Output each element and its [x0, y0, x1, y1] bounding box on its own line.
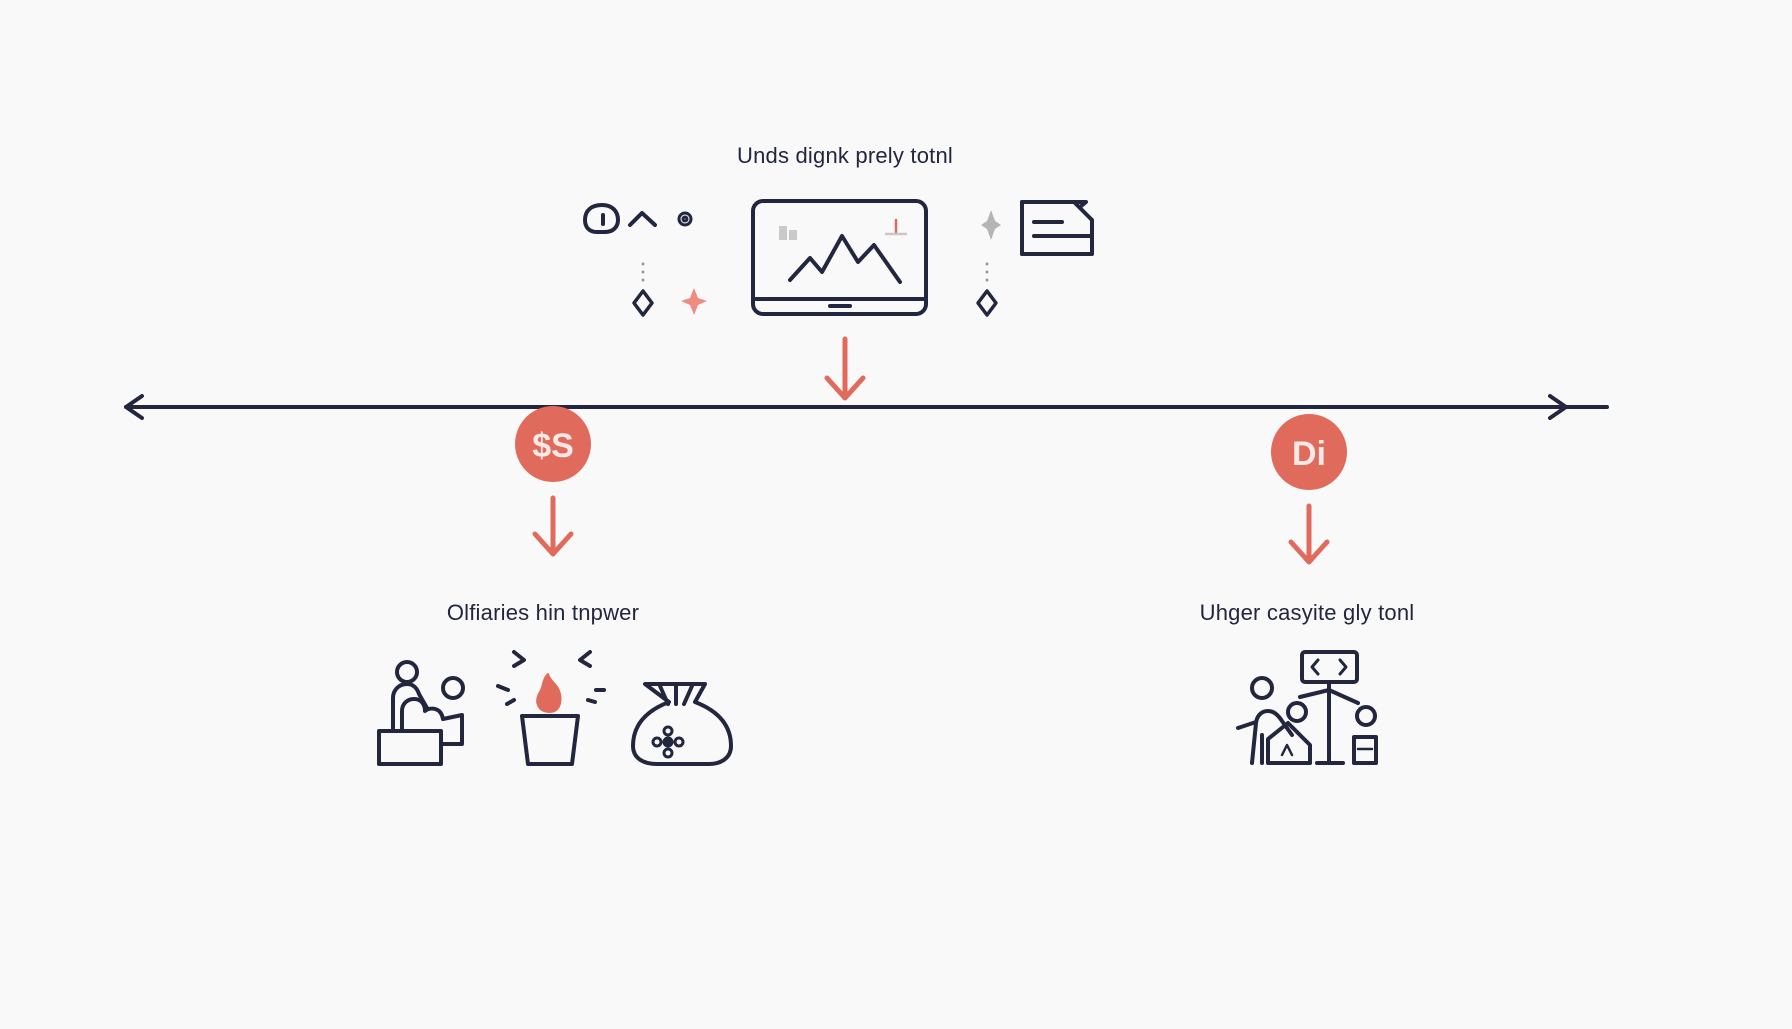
arrow-down-right	[1288, 503, 1330, 565]
left-badge-text: $S	[532, 427, 574, 465]
accent-arrows	[532, 336, 1330, 565]
sparkle-icon-right	[981, 210, 1001, 240]
left-icon-group	[377, 650, 733, 766]
location-pin-icon	[632, 262, 654, 317]
axis-left-arrowhead	[124, 394, 144, 420]
right-badge: Di	[1271, 414, 1347, 490]
left-group-label: Olfiaries hin tnpwer	[446, 600, 640, 625]
top-group-label: Unds dignk prely totnl	[737, 143, 953, 168]
axis-right-arrowhead	[1548, 394, 1568, 420]
location-pin-icon-right	[976, 262, 998, 317]
team-network-icon	[1236, 650, 1378, 765]
arrow-down-top	[824, 336, 866, 401]
right-group-label: Uhger casyite gly tonl	[1199, 600, 1415, 625]
flower-emblem	[651, 725, 685, 759]
sparkle-icon	[681, 288, 707, 315]
money-bag-icon	[631, 682, 733, 766]
fire-pot-icon	[496, 650, 606, 766]
right-badge-text: Di	[1292, 435, 1326, 473]
gear-icon	[677, 211, 693, 227]
chevron-up-icon	[628, 211, 657, 227]
timeline-axis	[124, 394, 1609, 420]
arrow-down-left	[532, 495, 574, 557]
document-card-icon	[1020, 200, 1094, 256]
top-icon-group	[583, 199, 1094, 317]
left-badge: $S	[515, 406, 591, 482]
laptop-chart-icon	[751, 199, 928, 316]
lightbulb-icon	[583, 203, 620, 234]
person-at-desk-icon	[377, 660, 465, 766]
